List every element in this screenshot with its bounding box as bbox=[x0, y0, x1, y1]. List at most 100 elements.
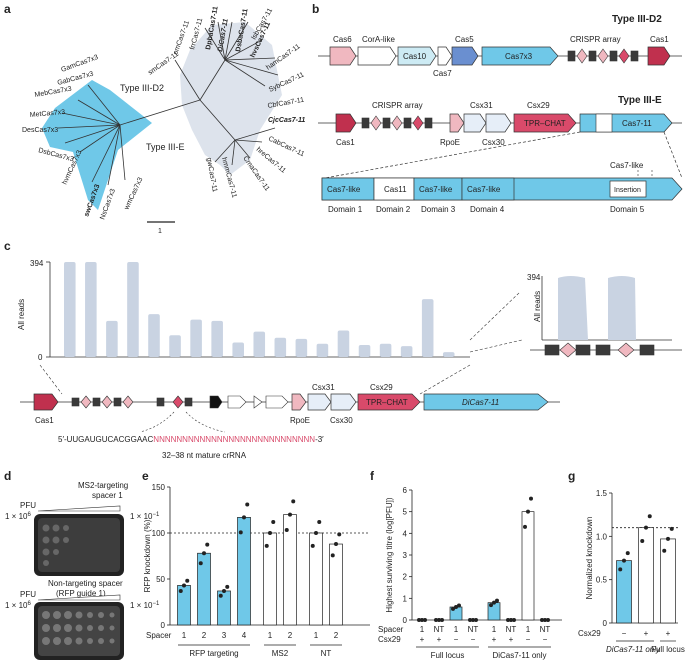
csx29-label: − bbox=[471, 635, 476, 644]
read-peak bbox=[85, 262, 97, 357]
replicate-dot bbox=[622, 558, 626, 563]
replicate-dot bbox=[512, 618, 516, 622]
label-csx30: Csx30 bbox=[482, 138, 505, 147]
replicate-dot bbox=[284, 528, 289, 533]
inset-ylabel: All reads bbox=[533, 291, 542, 322]
inset-crispr bbox=[544, 342, 655, 358]
label-tprchat: TPR–CHAT bbox=[524, 119, 566, 128]
leaf-gw: gwCas7-11 bbox=[205, 157, 218, 193]
replicate-dot bbox=[291, 499, 296, 504]
domain-box-3: Cas7-like bbox=[419, 185, 453, 194]
panel-label-b: b bbox=[312, 2, 319, 16]
domain-label-4: Domain 4 bbox=[470, 205, 505, 214]
replicate-dot bbox=[264, 543, 269, 548]
gene-rpoe bbox=[449, 113, 465, 133]
gene-cora bbox=[357, 46, 397, 66]
panel-label-d: d bbox=[4, 469, 11, 483]
replicate-dot bbox=[434, 618, 438, 622]
replicate-dot bbox=[523, 524, 527, 529]
leaf-cab: CabCas7-11 bbox=[267, 135, 305, 158]
domain-box-1: Cas7-like bbox=[327, 185, 361, 194]
plate-top-title1: MS2-targeting bbox=[78, 481, 128, 490]
x-tick-label: 3 bbox=[222, 631, 227, 640]
domain-box-5: Insertion bbox=[614, 187, 641, 194]
replicate-dot bbox=[492, 600, 496, 605]
read-peak bbox=[190, 319, 202, 357]
panel-label-c: c bbox=[4, 239, 11, 253]
y-axis-label: Normalized knockdown bbox=[585, 517, 594, 600]
read-peak bbox=[442, 352, 455, 357]
csx29-label: − bbox=[526, 635, 531, 644]
label-cas6: Cas6 bbox=[333, 35, 352, 44]
replicate-dot bbox=[529, 496, 533, 501]
y-tick-label: 0.5 bbox=[596, 576, 608, 585]
c-gene-white-1 bbox=[227, 395, 247, 409]
row-label-csx29: Csx29 bbox=[578, 629, 601, 638]
group-label: MS2 bbox=[272, 649, 289, 658]
y-tick-label: 50 bbox=[156, 575, 165, 584]
replicate-dot bbox=[202, 551, 206, 556]
c-gene-cas1 bbox=[33, 393, 59, 411]
c-gene-black bbox=[209, 395, 223, 409]
label-cas1-e: Cas1 bbox=[336, 138, 355, 147]
replicate-dot bbox=[644, 525, 648, 530]
csx29-label: + bbox=[509, 635, 514, 644]
plate-top-left-exp: 6 bbox=[27, 512, 31, 518]
replicate-dot bbox=[337, 532, 342, 537]
label-crispr-e: CRISPR array bbox=[372, 101, 423, 110]
csx29-label: + bbox=[492, 635, 497, 644]
clade-e-shade bbox=[180, 22, 282, 175]
replicate-dot bbox=[417, 618, 421, 622]
gene-csx31 bbox=[463, 113, 487, 133]
y-tick-label: 0 bbox=[161, 621, 166, 630]
y-tick-label: 6 bbox=[403, 486, 408, 495]
read-peak bbox=[253, 331, 266, 357]
replicate-dot bbox=[640, 539, 645, 544]
replicate-dot bbox=[271, 519, 276, 524]
seq-prefix: 5′-UUGAUGUCACGGAAC bbox=[58, 435, 154, 444]
plate-bot-left-exp: 6 bbox=[27, 601, 31, 607]
x-tick-label: 2 bbox=[288, 631, 293, 640]
c-label-tprchat: TPR–CHAT bbox=[366, 398, 408, 407]
replicate-dot bbox=[509, 618, 513, 622]
gene-cas7x3 bbox=[481, 46, 559, 66]
replicate-dot bbox=[495, 598, 499, 603]
gene-cas6 bbox=[329, 46, 357, 66]
y-tick-label: 3 bbox=[403, 551, 408, 560]
replicate-dot bbox=[669, 526, 674, 531]
read-peak bbox=[169, 335, 181, 357]
c-label-dicas: DiCas7-11 bbox=[462, 398, 499, 407]
y-tick-label: 0 bbox=[603, 619, 608, 628]
read-peak bbox=[400, 346, 413, 357]
replicate-dot bbox=[546, 618, 550, 622]
spacer-label: NT bbox=[434, 625, 445, 634]
replicate-dot bbox=[218, 593, 223, 598]
replicate-dot bbox=[471, 618, 475, 622]
replicate-dot bbox=[468, 618, 472, 622]
x-tick-label: 1 bbox=[268, 631, 273, 640]
c-gene-white-2 bbox=[253, 395, 263, 409]
domain-label-1: Domain 1 bbox=[328, 205, 363, 214]
replicate-dot bbox=[451, 606, 455, 611]
csx29-label: − bbox=[543, 635, 548, 644]
plate-bot-right: 1 × 10−1 bbox=[130, 601, 160, 610]
c-label-csx31: Csx31 bbox=[312, 383, 335, 392]
reads-track bbox=[64, 262, 455, 357]
domain-label-2: Domain 2 bbox=[376, 205, 411, 214]
plate-top-left: 1 × 106 bbox=[5, 512, 31, 521]
spacer-label: 1 bbox=[526, 625, 531, 634]
crrna-sequence: 5′-UUGAUGUCACGGAACNNNNNNNNNNNNNNNNNNNNNN… bbox=[58, 435, 324, 444]
gene-cas7 bbox=[437, 46, 453, 66]
inset-read-peak-2 bbox=[608, 276, 636, 340]
plate-bot-right-base: 1 × 10 bbox=[130, 601, 153, 610]
spacer-label: NT bbox=[468, 625, 479, 634]
csx29-label: + bbox=[666, 629, 671, 638]
label-cas711: Cas7-11 bbox=[622, 119, 652, 128]
csx29-label: + bbox=[437, 635, 442, 644]
spacer-label: 1 bbox=[492, 625, 497, 634]
y-tick-label: 100 bbox=[152, 529, 166, 538]
replicate-dot bbox=[474, 618, 478, 622]
replicate-dot bbox=[506, 618, 510, 622]
c-label-cas1: Cas1 bbox=[35, 416, 54, 425]
